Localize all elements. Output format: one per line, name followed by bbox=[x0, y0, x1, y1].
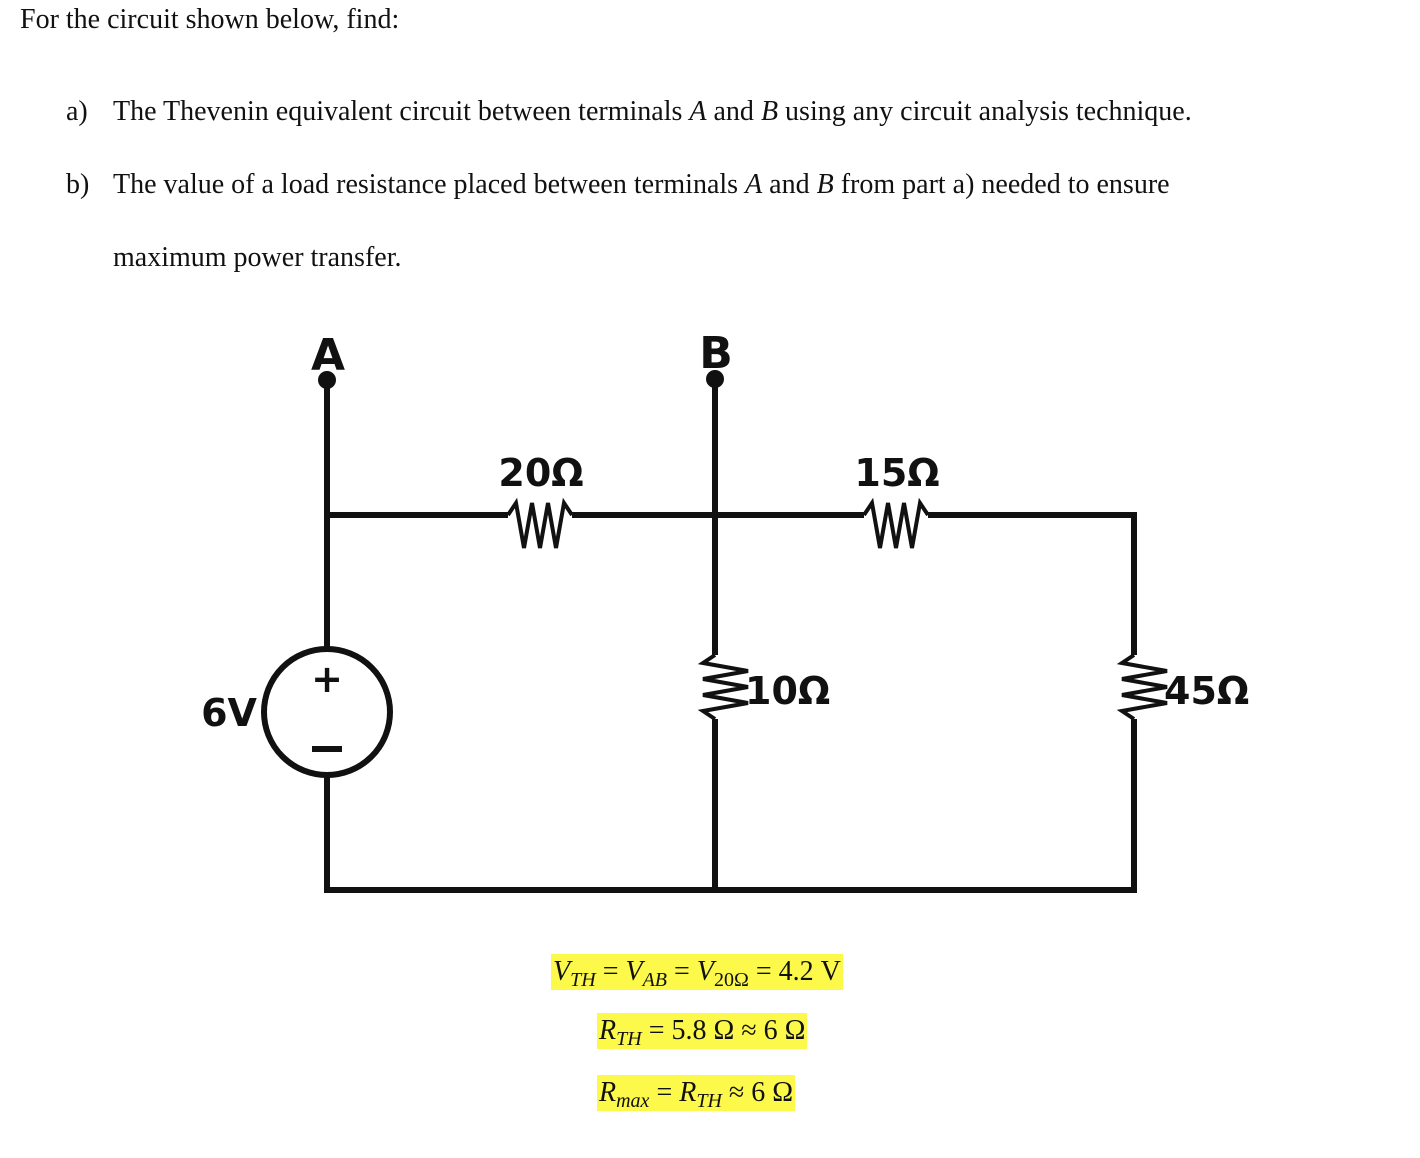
voltage-source-plus-sign: + bbox=[311, 657, 343, 701]
voltage-source-label: 6V bbox=[201, 691, 257, 735]
part-b-text: The value of a load resistance placed be… bbox=[113, 169, 1170, 200]
answer-rth: RTH = 5.8 Ω ≈ 6 Ω bbox=[597, 1013, 808, 1050]
resistor-45-ohm bbox=[1116, 653, 1168, 721]
part-a-text: The Thevenin equivalent circuit between … bbox=[113, 96, 1192, 127]
resistor-10-ohm bbox=[697, 653, 749, 721]
resistor-45-ohm-label: 45Ω bbox=[1164, 669, 1249, 713]
answer-rmax: Rmax = RTH ≈ 6 Ω bbox=[597, 1075, 796, 1112]
resistor-10-ohm-label: 10Ω bbox=[745, 669, 830, 713]
resistor-15-ohm bbox=[862, 497, 930, 549]
problem-intro: For the circuit shown below, find: bbox=[20, 4, 400, 35]
resistor-15-ohm-label: 15Ω bbox=[854, 451, 939, 495]
wire-top-right bbox=[928, 512, 1137, 655]
resistor-20-ohm-label: 20Ω bbox=[498, 451, 583, 495]
part-b-label: b) bbox=[66, 169, 90, 200]
part-a-label: a) bbox=[66, 96, 88, 127]
part-b-text-line-2: maximum power transfer. bbox=[113, 242, 402, 273]
resistor-20-ohm bbox=[506, 497, 574, 549]
voltage-source-6v bbox=[261, 646, 393, 778]
answer-vth: VTH = VAB = V20Ω = 4.2 V bbox=[551, 954, 843, 991]
